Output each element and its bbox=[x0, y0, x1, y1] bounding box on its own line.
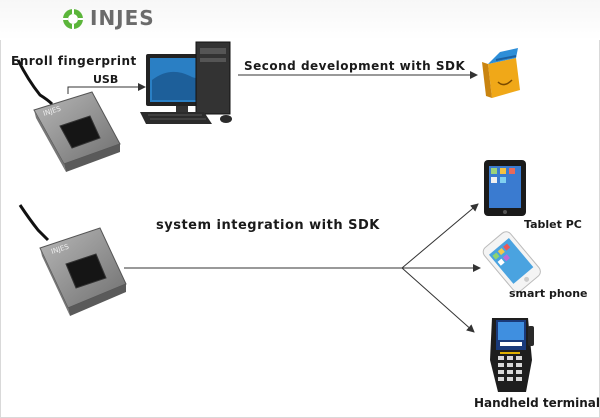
header-band bbox=[0, 0, 600, 40]
desktop-computer-icon bbox=[140, 41, 232, 124]
smart-phone-label: smart phone bbox=[509, 287, 588, 300]
usb-cable-bottom bbox=[18, 204, 50, 242]
injes-logo-icon bbox=[63, 9, 83, 29]
usb-cable-top bbox=[16, 59, 54, 106]
fingerprint-scanner-icon: INJES bbox=[39, 227, 127, 316]
software-box-icon bbox=[482, 48, 520, 98]
logo-text: INJES bbox=[90, 6, 155, 30]
handheld-terminal-label: Handheld terminal bbox=[474, 396, 600, 410]
arrow-to-tablet bbox=[401, 203, 479, 269]
usb-arrow bbox=[67, 83, 146, 94]
system-integration-label: system integration with SDK bbox=[156, 218, 380, 233]
second-development-label: Second development with SDK bbox=[244, 59, 466, 73]
smartphone-icon bbox=[482, 231, 541, 293]
tablet-icon bbox=[484, 160, 526, 216]
usb-label: USB bbox=[93, 73, 119, 86]
enroll-fingerprint-label: Enroll fingerprint bbox=[11, 54, 137, 68]
tablet-pc-label: Tablet PC bbox=[524, 218, 582, 231]
arrow-to-handheld bbox=[401, 267, 475, 333]
handheld-terminal-icon bbox=[490, 318, 534, 392]
fingerprint-scanner-icon: INJES bbox=[33, 91, 121, 172]
